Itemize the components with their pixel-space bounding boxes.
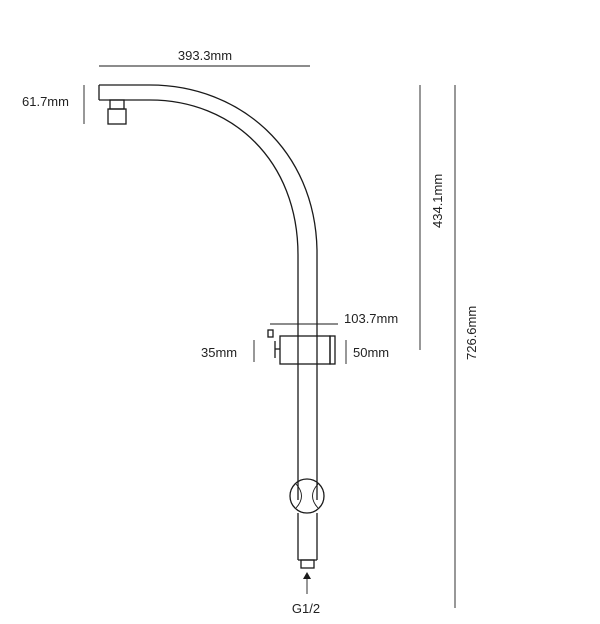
dimension-arc-height: 434.1mm — [419, 85, 445, 350]
arrow-up-icon — [303, 572, 311, 579]
dim-label-bracket-projection: 103.7mm — [344, 311, 398, 326]
inlet-thread-callout: G1/2 — [292, 572, 320, 616]
dimension-total-height: 726.6mm — [454, 85, 479, 608]
rail-inner-edge — [99, 99, 299, 500]
shower-rail — [98, 84, 318, 500]
dimension-bracket-projection: 103.7mm — [270, 311, 398, 326]
dim-label-bracket-right: 50mm — [353, 345, 389, 360]
shower-head-connector — [107, 99, 127, 125]
dimension-bracket-left: 35mm — [201, 340, 255, 362]
dimension-width-top: 393.3mm — [99, 48, 310, 67]
dim-label-total-height: 726.6mm — [464, 306, 479, 360]
rail-outer-edge — [99, 84, 318, 500]
wall-bracket — [267, 329, 336, 365]
dim-label-bracket-left: 35mm — [201, 345, 237, 360]
dim-label-width-top: 393.3mm — [178, 48, 232, 63]
diverter-knob — [289, 478, 325, 514]
dim-label-inlet-thread: G1/2 — [292, 601, 320, 616]
dim-label-arc-height: 434.1mm — [430, 174, 445, 228]
dimension-bracket-right: 50mm — [345, 340, 389, 364]
dim-label-head-drop: 61.7mm — [22, 94, 69, 109]
inlet-pipe — [297, 513, 318, 569]
dimension-head-drop: 61.7mm — [22, 85, 85, 124]
